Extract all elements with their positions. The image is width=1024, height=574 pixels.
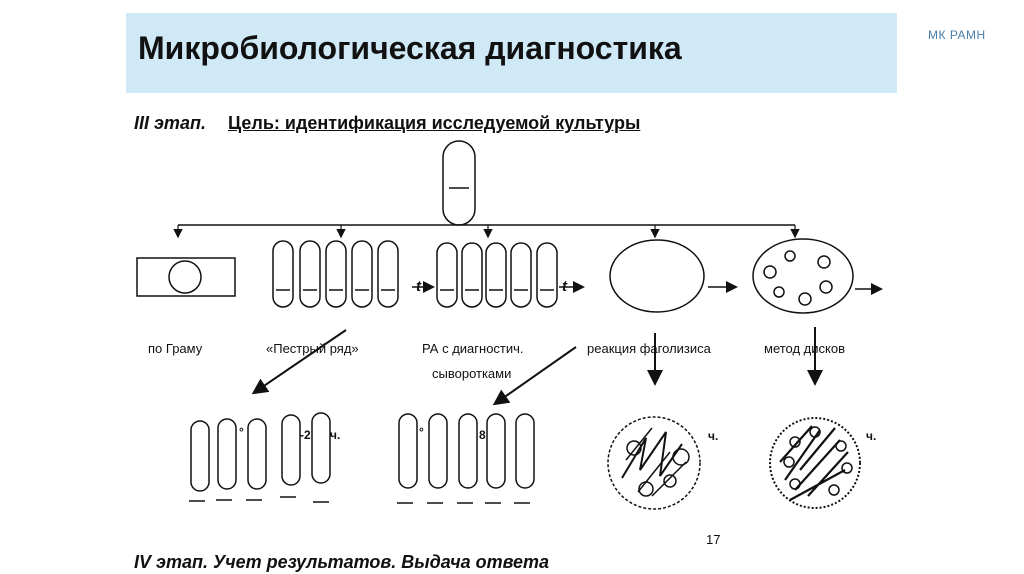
fragment-degree-2: ° bbox=[419, 425, 424, 439]
method-label-disks: метод дисков bbox=[764, 341, 846, 356]
header-band bbox=[126, 13, 897, 93]
phage-plate bbox=[609, 239, 705, 313]
pestry-result-tubes bbox=[189, 412, 331, 503]
source-culture-tube bbox=[442, 140, 476, 226]
gram-slide bbox=[136, 257, 236, 297]
disk-result-plate bbox=[769, 417, 861, 509]
method-label-ra-line2: сыворотками bbox=[432, 366, 512, 381]
page-number: 17 bbox=[706, 532, 721, 547]
fragment-ch-left: ч. bbox=[330, 428, 341, 442]
brand-logo-text: МК РАМН bbox=[928, 28, 986, 42]
stage-4-label: IV этап. Учет результатов. Выдача ответа bbox=[134, 552, 550, 572]
stage-3-label: III этап. bbox=[134, 113, 206, 133]
method-label-ra: РА с диагностич. bbox=[422, 341, 524, 356]
phage-result-plate bbox=[607, 416, 701, 510]
method-label-pestry: «Пестрый ряд» bbox=[266, 341, 359, 356]
pestry-ryad-tubes bbox=[272, 240, 399, 308]
ra-result-arrow bbox=[492, 346, 577, 406]
fragment-hours-mid: 8 bbox=[479, 428, 486, 442]
incubation-t-2: t bbox=[562, 278, 567, 295]
stage-3-goal: Цель: идентификация исследуемой культуры bbox=[228, 113, 641, 133]
agglutination-tubes bbox=[436, 242, 558, 308]
distribution-arrows bbox=[173, 225, 800, 239]
disk-plate bbox=[752, 238, 854, 314]
incubation-t-1: t bbox=[416, 278, 421, 295]
fragment-degree-1: ° bbox=[239, 425, 244, 439]
method-label-gram: по Граму bbox=[148, 341, 203, 356]
method-label-phage: реакция фаголизиса bbox=[587, 341, 711, 356]
ra-result-tubes bbox=[397, 413, 535, 504]
page-title: Микробиологическая диагностика bbox=[138, 30, 682, 66]
fragment-ch-disk: ч. bbox=[866, 429, 877, 443]
fragment-ch-phage: ч. bbox=[708, 429, 719, 443]
pestry-result-arrow bbox=[251, 329, 347, 395]
fragment-hours-left: -2 bbox=[300, 428, 311, 442]
